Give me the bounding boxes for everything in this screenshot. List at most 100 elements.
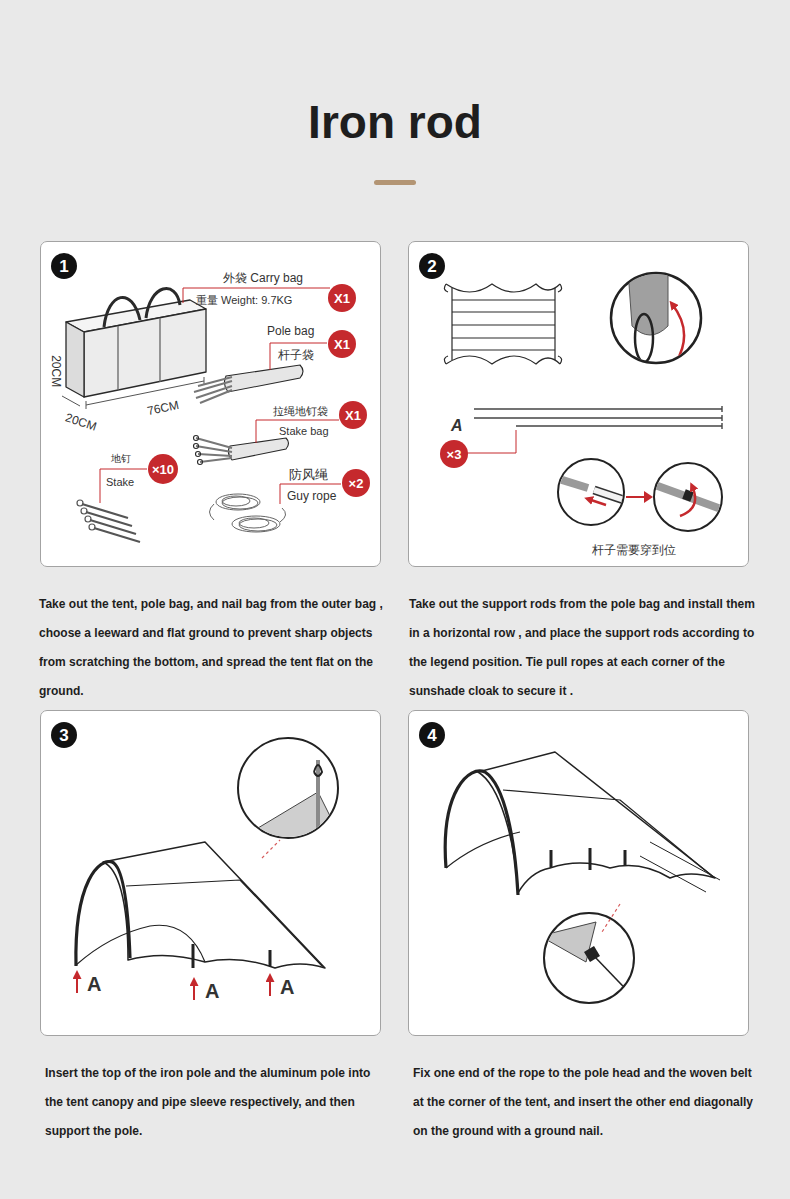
zoom-circle (238, 792, 342, 840)
step-number-text: 4 (427, 727, 436, 744)
pointer-arrow (269, 977, 271, 996)
accent-bar (374, 180, 416, 185)
dimension-label: 20CM (64, 410, 99, 434)
zoom-circle (540, 922, 640, 1004)
panel-ground (40, 710, 381, 1036)
guy-rope-drawing (239, 518, 269, 528)
frame-drawing (444, 284, 561, 364)
frame-drawing (452, 300, 555, 350)
pole-drawing (474, 417, 722, 418)
tent-drawing (126, 880, 322, 966)
part-label: Stake (106, 476, 134, 489)
step-number-text: 3 (59, 727, 68, 744)
weight-label: 重量 Weight: 9.7KG (196, 294, 292, 307)
zoom-circle (556, 478, 588, 488)
carry-bag-drawing (159, 318, 160, 382)
tent-drawing (76, 862, 130, 966)
part-label: Guy rope (287, 489, 336, 503)
instruction-text: Insert the top of the iron pole and the … (45, 1059, 390, 1146)
zoom-circle (602, 904, 620, 932)
pole-bag-drawing (224, 365, 303, 392)
quantity-badge: ×2 (342, 469, 370, 497)
guy-rope-drawing (222, 497, 258, 509)
quantity-badge: X1 (328, 284, 356, 312)
zoom-circle (628, 270, 684, 362)
quantity-text: ×2 (349, 477, 364, 490)
frame-drawing (446, 284, 560, 292)
quantity-text: X1 (345, 409, 361, 422)
step-number: 4 (419, 722, 445, 748)
part-label: Stake bag (279, 425, 329, 438)
quantity-text: ×3 (447, 448, 462, 461)
dimension-line (86, 377, 204, 409)
zoom-circle (262, 840, 280, 858)
frame-drawing (444, 284, 561, 364)
stake-bag-drawing (196, 438, 232, 462)
frame-drawing (452, 288, 555, 360)
pole-drawing (474, 406, 722, 429)
tent-drawing (76, 842, 325, 968)
dimension-line (62, 396, 80, 406)
panel-ground (408, 241, 749, 567)
part-label: 地钉 (111, 453, 131, 465)
tent-drawing (193, 944, 270, 968)
pole-drawing (721, 406, 722, 429)
dimension-label: 20CM (49, 355, 63, 387)
leader-line (100, 469, 147, 503)
pole-letter: A (87, 972, 101, 996)
part-label: 防风绳 (289, 467, 328, 483)
tent-drawing (640, 842, 720, 892)
zoom-circle (594, 490, 630, 502)
carry-bag-drawing (117, 326, 118, 390)
note-text: 杆子需要穿到位 (592, 543, 676, 557)
carry-bag-drawing (84, 309, 206, 397)
zoom-circle (238, 760, 342, 840)
pointer-arrow (193, 981, 195, 1000)
stake-drawing (77, 500, 140, 542)
quantity-text: ×10 (152, 463, 174, 476)
stake-drawing (82, 504, 140, 542)
zoom-circle (654, 463, 722, 531)
zoom-circle (556, 478, 630, 505)
zoom-circle (635, 314, 653, 362)
tent-drawing (503, 790, 712, 876)
stake-drawing (89, 524, 95, 530)
quantity-badge: X1 (339, 401, 367, 429)
panel-ground (408, 710, 749, 1036)
frame-drawing (446, 356, 560, 364)
zoom-circle (684, 494, 692, 497)
stake-bag-drawing (228, 438, 288, 460)
dimension-line (86, 381, 204, 405)
step-number: 2 (419, 253, 445, 279)
zoom-circle (611, 270, 701, 363)
step-number: 3 (51, 722, 77, 748)
zoom-circle (652, 484, 724, 510)
stake-drawing (77, 500, 83, 506)
step-panel: Take out the tent, pole bag, and nail ba… (40, 241, 381, 567)
instruction-text: Take out the support rods from the pole … (409, 590, 759, 706)
zoom-circle (314, 765, 322, 776)
zoom-circle (588, 499, 606, 505)
tent-drawing (551, 848, 625, 870)
step-panel: Fix one end of the rope to the pole head… (408, 710, 749, 1036)
step-number: 1 (51, 253, 77, 279)
guy-rope-drawing (222, 496, 250, 506)
part-label: 外袋 Carry bag (223, 271, 303, 285)
pole-letter: A (205, 979, 219, 1003)
leader-line (467, 430, 516, 453)
guy-rope-drawing (210, 504, 286, 522)
pole-drawing (516, 425, 722, 426)
tent-drawing (446, 832, 520, 868)
guy-rope-drawing (216, 494, 260, 510)
pointer-arrow (77, 974, 270, 1000)
instruction-text: Fix one end of the rope to the pole head… (413, 1059, 758, 1146)
zoom-circle (594, 490, 630, 502)
zoom-circle (556, 459, 724, 531)
stake-bag-drawing (194, 436, 289, 465)
tent-drawing (103, 842, 325, 968)
tent-drawing (478, 752, 715, 893)
panel-ground (40, 241, 381, 567)
zoom-circle (644, 491, 653, 503)
zoom-circle (316, 760, 320, 840)
